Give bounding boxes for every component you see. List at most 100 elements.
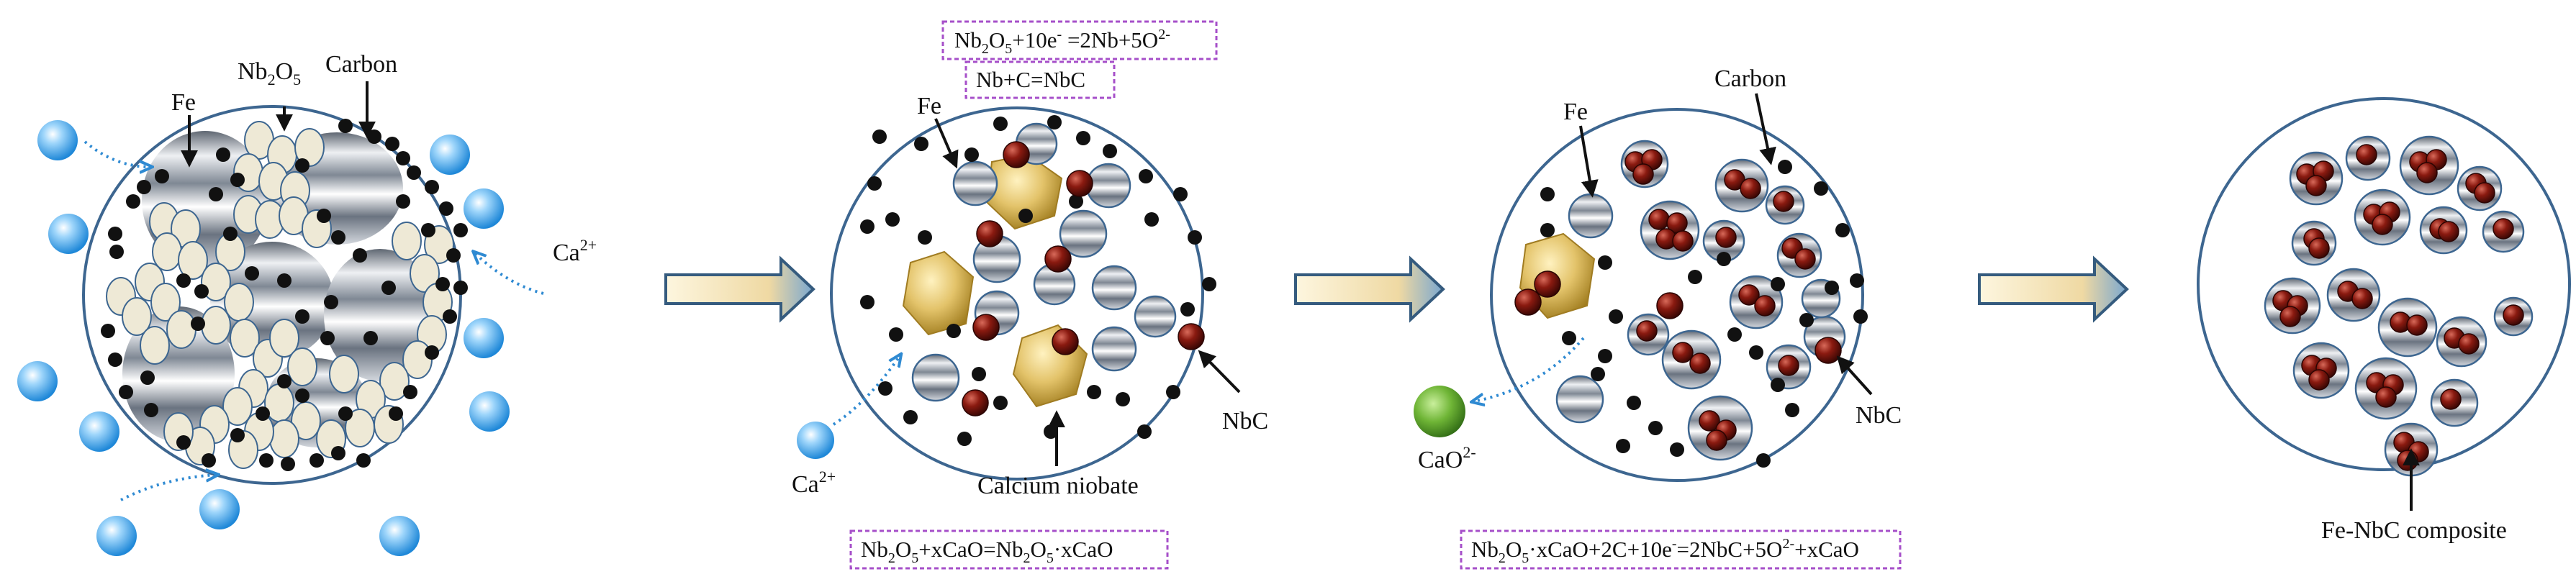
- panel-4-composite: Fe-NbC composite: [2197, 97, 2571, 544]
- carbon-dot: [1814, 181, 1828, 196]
- carbon-dot: [356, 453, 371, 468]
- carbon-dot: [1540, 187, 1555, 201]
- carbon-dot: [993, 396, 1008, 410]
- carbon-dots-3: [1540, 160, 1868, 468]
- nb2o5-particle: [379, 362, 410, 401]
- fe-sphere: [1555, 375, 1604, 424]
- process-arrow-2: [1294, 255, 1445, 323]
- equation-box-3: Nb2O5+xCaO=Nb2O5·xCaO: [849, 529, 1169, 570]
- carbon-dot: [889, 327, 903, 342]
- nbc-particle: [2493, 218, 2514, 240]
- nbc-pointer-3: [1836, 355, 1873, 396]
- carbon-dot: [338, 119, 353, 133]
- carbon-dot: [1627, 396, 1641, 410]
- nbc-particle: [2397, 450, 2418, 471]
- carbon-dot: [1562, 331, 1576, 345]
- carbon-dot: [281, 457, 295, 471]
- carbon-dot: [1756, 453, 1771, 468]
- carbon-dot: [1173, 187, 1188, 201]
- ca-ion: [469, 391, 510, 432]
- carbon-dots-2: [860, 115, 1216, 446]
- nb2o5-particle: [140, 326, 170, 365]
- carbon-pointer-3: [1755, 93, 1776, 165]
- carbon-dot: [425, 345, 439, 360]
- carbon-dot: [1139, 169, 1153, 183]
- fe-sphere: [1134, 295, 1177, 338]
- carbon-dot: [1069, 194, 1083, 209]
- carbon-dot: [295, 388, 309, 403]
- label-carbon-3: Carbon: [1714, 65, 1786, 92]
- carbon-dot: [1749, 345, 1763, 360]
- carbon-dot: [421, 223, 435, 237]
- nbc-particle: [2372, 214, 2393, 235]
- nbc-particle: [1778, 355, 1799, 376]
- carbon-dot: [389, 406, 403, 421]
- nbc-particle: [1754, 295, 1776, 317]
- equation-box-1: Nb2O5+10e- =2Nb+5O2-: [941, 20, 1218, 60]
- carbon-dot: [194, 284, 209, 299]
- nbc-particle: [1636, 320, 1658, 342]
- equation-box-2: Nb+C=NbC: [964, 60, 1116, 99]
- carbon-dot: [867, 176, 882, 191]
- carbon-dot: [1609, 309, 1623, 324]
- carbon-dot: [295, 309, 309, 324]
- carbon-dot: [367, 129, 381, 144]
- carbon-dot: [176, 435, 191, 450]
- carbon-dot: [443, 309, 457, 324]
- carbon-dot: [1835, 223, 1850, 237]
- carbon-dot: [425, 180, 439, 194]
- nbc-particle: [2279, 306, 2301, 327]
- nb2o5-particle: [178, 241, 208, 280]
- carbon-dot: [1598, 349, 1612, 363]
- nbc-particle: [2308, 237, 2330, 259]
- ca-ion-path-1b: [475, 253, 544, 295]
- carbon-dot: [320, 331, 335, 345]
- carbon-dot: [1825, 281, 1839, 295]
- fe-sphere: [952, 160, 998, 206]
- carbon-dot: [230, 428, 245, 442]
- carbon-dot: [277, 374, 292, 388]
- carbon-dot: [191, 317, 205, 331]
- carbon-dot: [439, 201, 453, 216]
- nb2o5-particle: [392, 222, 422, 260]
- carbon-dot: [1044, 424, 1058, 439]
- nbc-particle: [1706, 429, 1727, 451]
- carbon-dot: [230, 173, 245, 187]
- carbon-dot: [453, 223, 468, 237]
- nb2o5-particle: [150, 283, 181, 322]
- ca-ion-2: [797, 422, 834, 459]
- carbon-dot: [381, 281, 396, 295]
- nb2o5-particle: [269, 319, 299, 358]
- nbc-particle: [1648, 209, 1670, 230]
- carbon-dot: [155, 169, 169, 183]
- nbc-particle: [1699, 410, 1720, 432]
- nbc-particle: [2458, 333, 2480, 355]
- carbon-dot: [964, 147, 979, 162]
- carbon-dot: [1688, 270, 1702, 284]
- carbon-dot: [101, 324, 115, 338]
- carbon-dot: [1137, 424, 1152, 439]
- carbon-dot: [338, 406, 353, 421]
- label-ca-ion-1: Ca2+: [553, 236, 597, 266]
- carbon-dot: [972, 367, 986, 381]
- carbon-dot: [1591, 367, 1605, 381]
- carbon-dot: [1087, 385, 1101, 399]
- fe-pointer-3: [1579, 125, 1599, 198]
- carbon-dot: [1103, 144, 1117, 158]
- carbon-dot: [331, 230, 345, 245]
- carbon-dot: [245, 266, 259, 281]
- carbon-dot: [1180, 302, 1195, 317]
- ca-ion: [464, 318, 504, 358]
- nbc-particle: [2308, 369, 2330, 391]
- nbc-particle: [2351, 288, 2373, 309]
- equation-4: Nb2O5·xCaO+2C+10e-=2NbC+5O2-+xCaO: [1471, 536, 1859, 566]
- nbc-particle: [1715, 227, 1737, 248]
- nb2o5-particle: [291, 401, 321, 440]
- fe-spheres-2: [911, 122, 1177, 402]
- nbc-particle: [976, 220, 1003, 247]
- fe-sphere: [911, 353, 960, 402]
- fe-sphere: [1091, 265, 1137, 311]
- carbon-dot: [396, 151, 410, 165]
- nbc-particle: [1632, 163, 1654, 185]
